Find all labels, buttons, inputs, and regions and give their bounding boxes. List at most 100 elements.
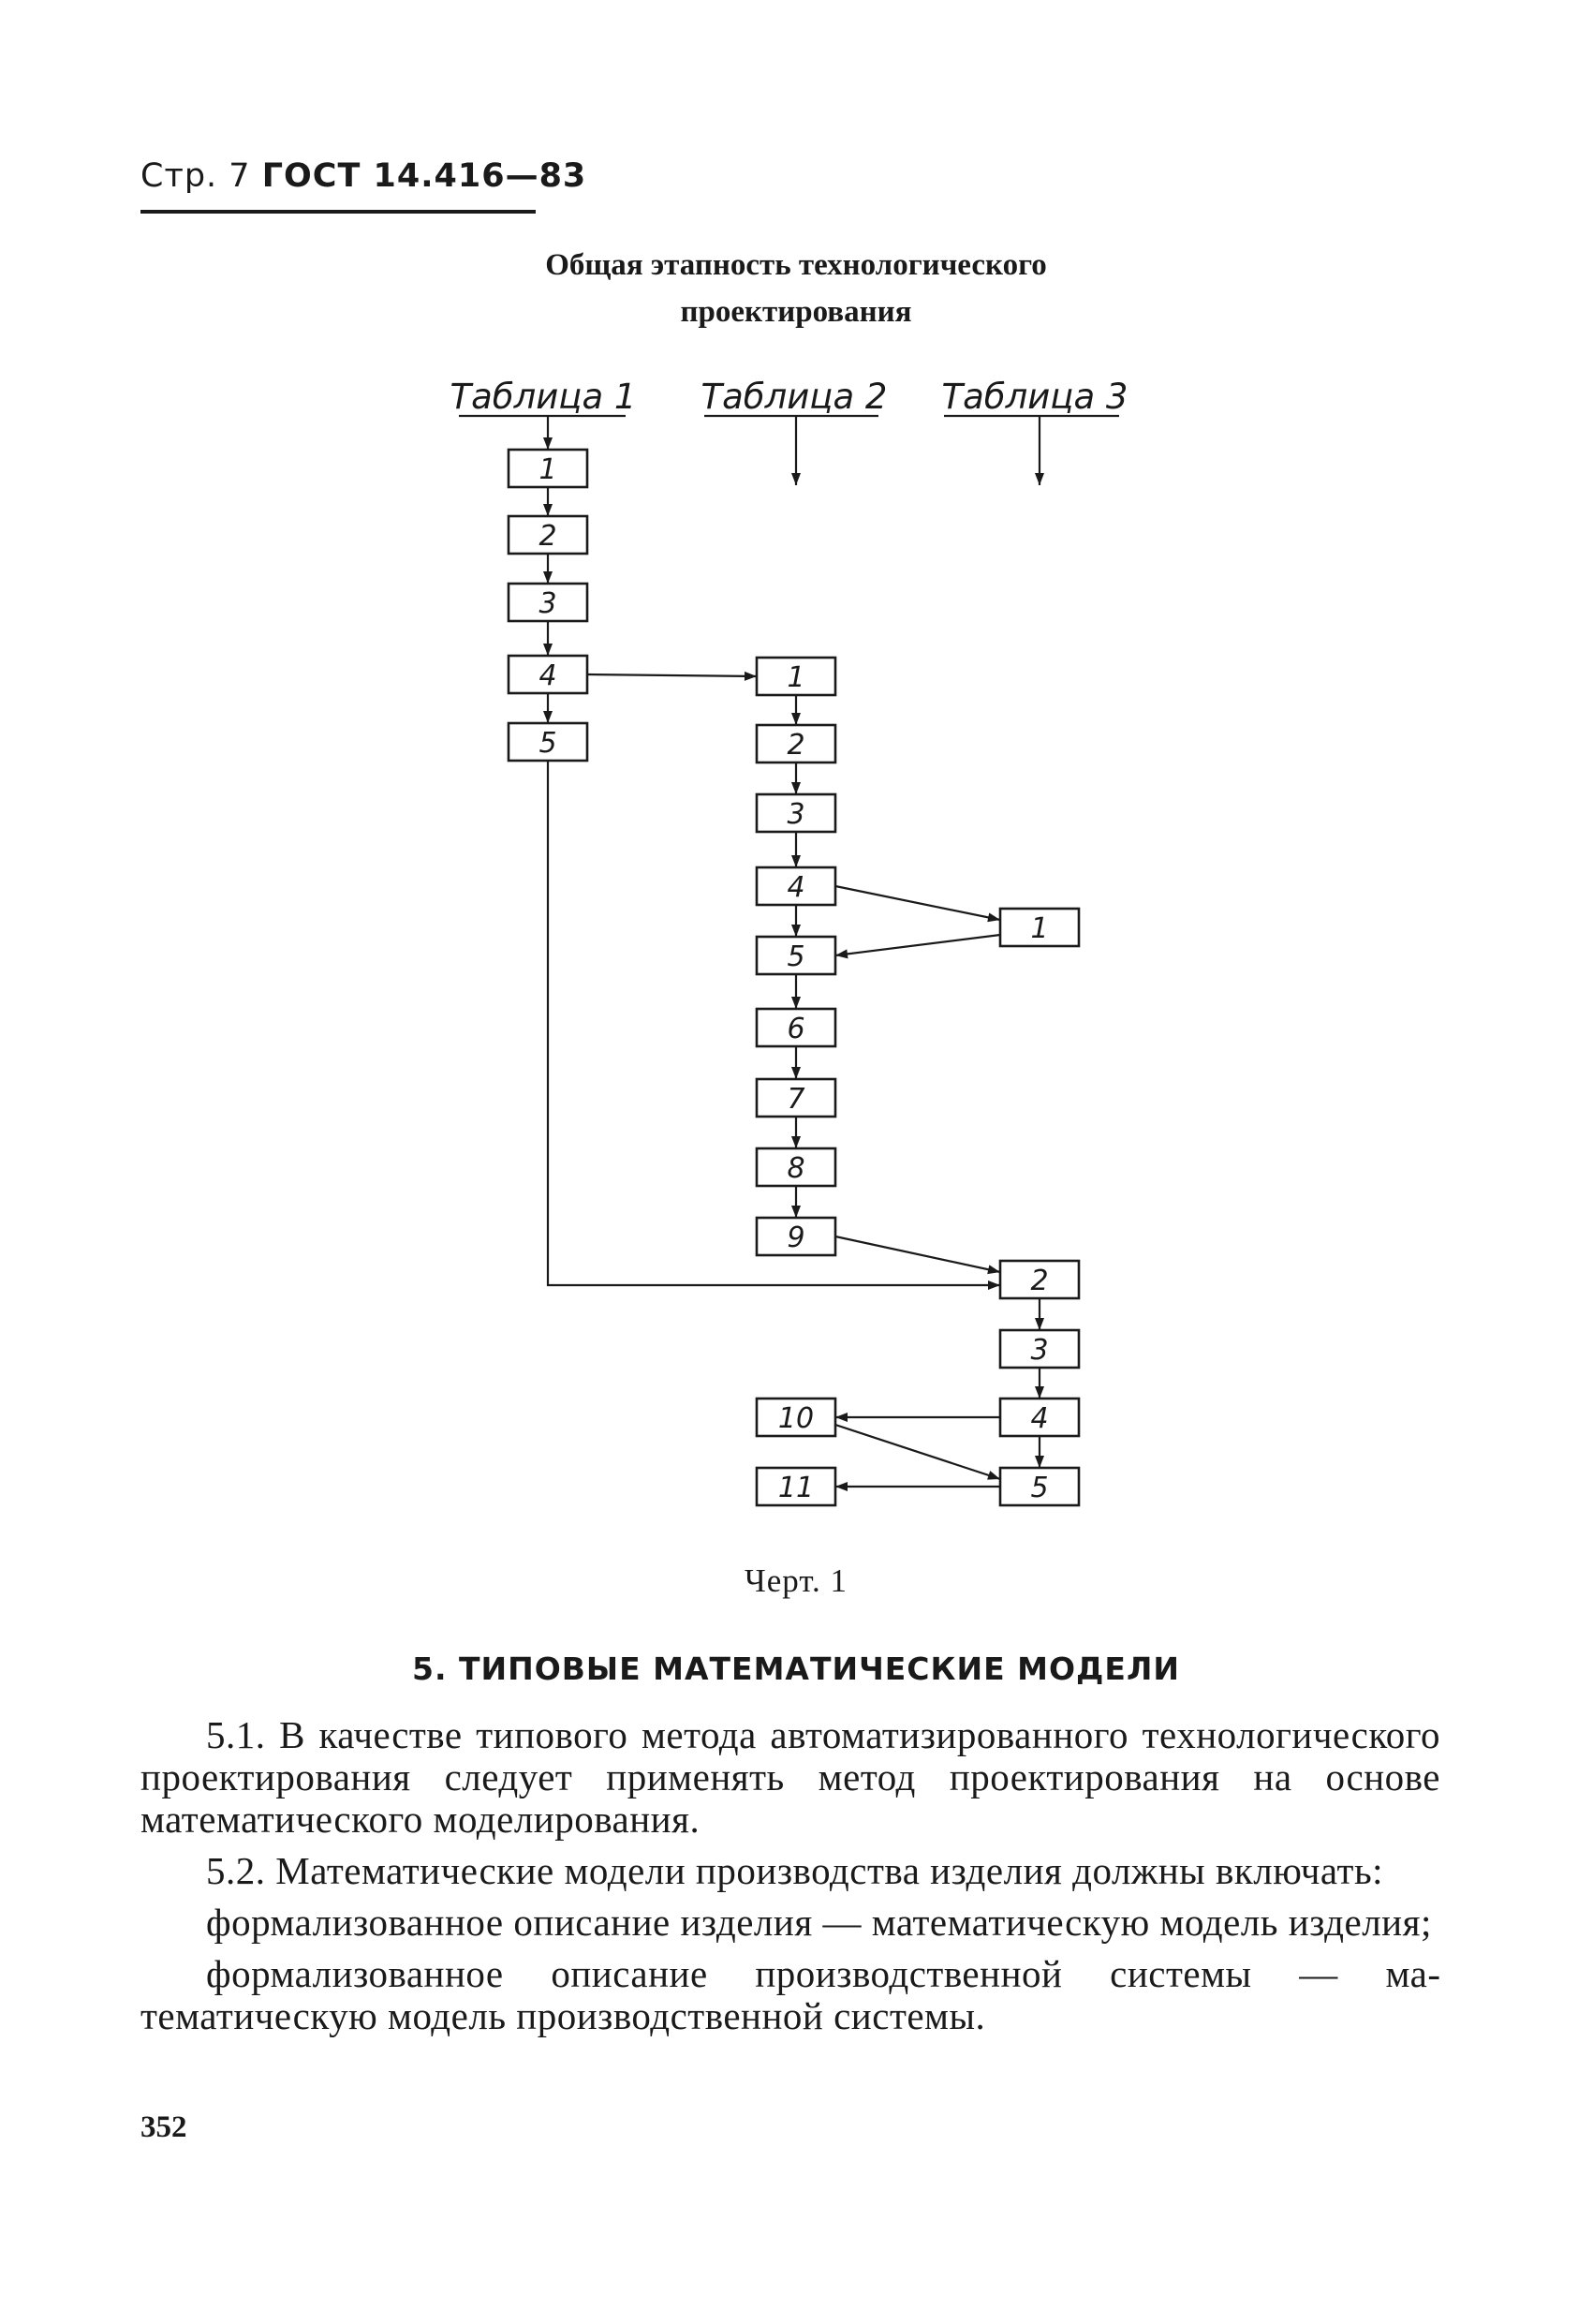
column-header-table-1: Таблица 1: [450, 377, 637, 417]
arrow-t2-6-to-7-head: [791, 1067, 801, 1079]
arrow-10-to-t3-5-head: [987, 1471, 1000, 1480]
table-2-step-3: 3: [755, 792, 837, 834]
table-1-step-4-frame: [507, 654, 589, 695]
arrow-t2-9-to-t3-2-head: [987, 1265, 1000, 1275]
table-3-step-1-frame: [998, 907, 1081, 948]
table-2-step-9: 9: [755, 1216, 837, 1257]
table-2-step-1: 1: [755, 656, 837, 697]
paragraph-production-system-model: формализованное описание производственно…: [140, 1952, 1440, 2037]
table-3-step-4-label: 4: [1030, 1402, 1048, 1435]
table-3-step-3-label: 3: [1030, 1334, 1048, 1367]
arrow-t2-4-to-5-head: [791, 925, 801, 937]
table-1-step-2-label: 2: [538, 520, 556, 553]
table-3-step-5-frame: [998, 1466, 1081, 1507]
table-2-step-2-label: 2: [787, 729, 804, 762]
arrow-t2-4-to-t3-1: [834, 884, 1001, 922]
table-2-step-1-label: 1: [787, 661, 804, 694]
table-1-step-2: 2: [507, 514, 589, 555]
table-2-step-4-frame: [755, 866, 837, 907]
flow-steps: 1 2 3 4 5 1 2 3 4 5 6 7 8 9 1 2 3 4 5 10 11: [507, 448, 1081, 1507]
table-2-step-7: 7: [755, 1077, 837, 1118]
table-3-step-5: 5: [998, 1466, 1081, 1507]
column-header-table-2: Таблица 2: [701, 377, 888, 417]
arrow-t1-3-to-4-head: [543, 644, 553, 656]
table-1-step-3: 3: [507, 582, 589, 623]
arrow-t2-2-to-3-head: [791, 782, 801, 794]
column-header-table-3: Таблица 3: [942, 377, 1128, 417]
table-1-step-4: 4: [507, 654, 589, 695]
arrow-t3-1-to-t2-5: [834, 933, 1001, 957]
final-step-10-label: 10: [778, 1402, 814, 1435]
table-2-step-5-frame: [755, 935, 837, 976]
paragraph-product-model: формализованное описание изделия — матем…: [206, 1901, 1432, 1944]
page-number: 352: [140, 2110, 187, 2144]
table-1-step-1: 1: [507, 448, 589, 489]
table-1-step-1-label: 1: [538, 453, 556, 486]
arrow-table-3-entry-head: [1035, 473, 1044, 485]
arrow-t3-1-to-t2-5-head: [835, 949, 848, 959]
process-flow-diagram: 1 2 3 4 5 1 2 3 4 5 6 7 8 9 1 2 3 4 5 10 11 Таблица 1 Таблиц…: [450, 377, 1128, 1507]
table-2-step-8-label: 8: [787, 1152, 804, 1185]
page-label: Стр. 7: [140, 157, 251, 195]
table-3-step-2-label: 2: [1030, 1265, 1048, 1297]
table-3-step-4: 4: [998, 1397, 1081, 1438]
flow-connectors: [459, 414, 1119, 1491]
arrow-t3-3-to-4-head: [1035, 1386, 1044, 1399]
arrow-t3-4-to-5-head: [1035, 1456, 1044, 1468]
figure-caption: Черт. 1: [745, 1562, 848, 1599]
table-1-step-3-label: 3: [538, 587, 556, 620]
table-2-step-5-label: 5: [787, 940, 804, 973]
table-1-step-1-frame: [507, 448, 589, 489]
table-2-step-3-frame: [755, 792, 837, 834]
header-rule: [140, 210, 536, 214]
arrow-t2-4-to-t3-1-head: [987, 912, 1000, 923]
final-step-11: 11: [755, 1466, 837, 1507]
table-2-step-9-label: 9: [787, 1221, 804, 1254]
table-1-step-5-frame: [507, 721, 589, 762]
final-step-10-frame: [755, 1397, 837, 1438]
table-2-step-2-frame: [755, 723, 837, 764]
column-headers: Таблица 1 Таблица 2 Таблица 3: [450, 377, 1128, 417]
table-1-step-2-frame: [507, 514, 589, 555]
arrow-t1-5-to-t3-2: [546, 761, 1000, 1287]
table-2-step-2: 2: [755, 723, 837, 764]
table-3-step-1-label: 1: [1030, 912, 1048, 945]
paragraph-5-2: 5.2. Математические модели производства …: [206, 1849, 1384, 1892]
table-2-step-3-label: 3: [787, 798, 804, 831]
table-1-step-5-label: 5: [538, 727, 556, 760]
arrow-t2-5-to-6-head: [791, 997, 801, 1009]
final-step-10: 10: [755, 1397, 837, 1438]
table-3-step-2: 2: [998, 1259, 1081, 1300]
paragraph-5-1: 5.1. В качестве типового метода автомати…: [140, 1713, 1440, 1841]
table-2-step-6-label: 6: [787, 1013, 804, 1045]
figure-title: Общая этапность технологического проекти…: [421, 242, 1171, 335]
arrow-t3-5-to-11-head: [835, 1482, 848, 1491]
table-2-step-8: 8: [755, 1147, 837, 1188]
standard-number: ГОСТ 14.416—83: [261, 157, 587, 195]
table-2-step-6-frame: [755, 1007, 837, 1048]
arrow-t2-1-to-2-head: [791, 713, 801, 725]
section-body: 5.1. В качестве типового метода автомати…: [140, 1714, 1440, 2047]
table-3-step-3-frame: [998, 1328, 1081, 1369]
table-2-step-5: 5: [755, 935, 837, 976]
arrow-t1-2-to-3-head: [543, 571, 553, 584]
arrow-t2-7-to-8-head: [791, 1136, 801, 1148]
table-2-step-1-frame: [755, 656, 837, 697]
table-3-step-1: 1: [998, 907, 1081, 948]
table-3-step-2-frame: [998, 1259, 1081, 1300]
table-1-step-4-label: 4: [538, 659, 556, 692]
table-2-step-6: 6: [755, 1007, 837, 1048]
arrow-t3-2-to-3-head: [1035, 1318, 1044, 1330]
arrow-t1-4-to-5-head: [543, 711, 553, 723]
table-1-step-3-frame: [507, 582, 589, 623]
table-2-step-4: 4: [755, 866, 837, 907]
table-2-step-9-frame: [755, 1216, 837, 1257]
table-2-step-8-frame: [755, 1147, 837, 1188]
arrow-t2-3-to-4-head: [791, 855, 801, 867]
table-3-step-4-frame: [998, 1397, 1081, 1438]
arrow-t2-9-to-t3-2: [834, 1235, 1001, 1274]
figure-title-line-1: Общая этапность технологического: [545, 248, 1047, 282]
table-3-step-3: 3: [998, 1328, 1081, 1369]
table-2-step-4-label: 4: [787, 871, 804, 904]
